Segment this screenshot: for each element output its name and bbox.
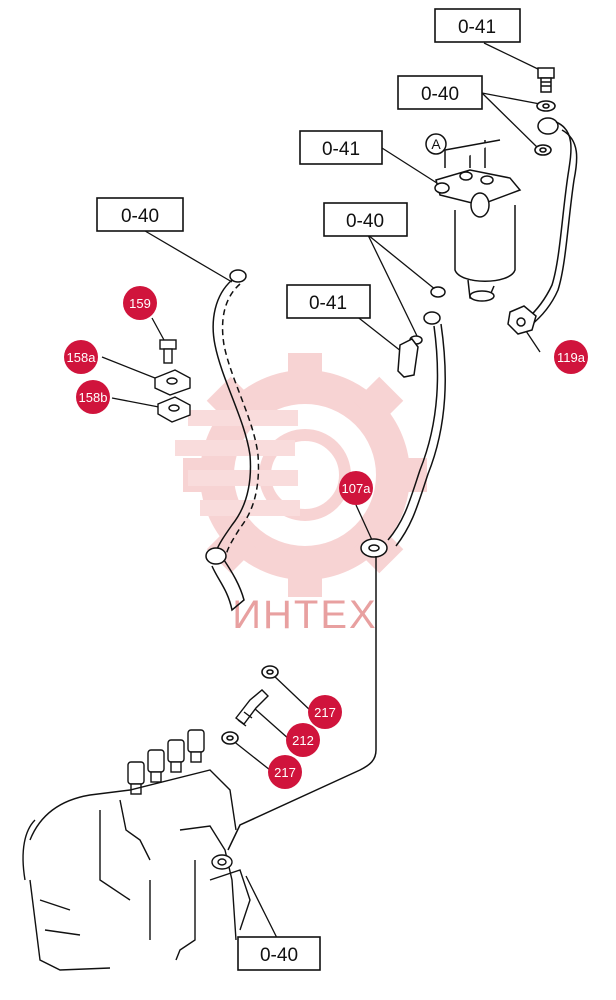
callout-box-0-41-mid: 0-41 [286, 284, 371, 319]
speed-lines [175, 410, 300, 516]
svg-text:0-41: 0-41 [458, 17, 496, 38]
banjo-bolt-top [537, 67, 555, 93]
svg-text:159: 159 [129, 296, 151, 311]
part-badge-212[interactable]: 212 [286, 723, 320, 757]
return-pipe-right [507, 117, 578, 335]
fuel-filter [434, 139, 522, 302]
part-badge-119a[interactable]: 119a [554, 340, 588, 374]
part-badge-107a[interactable]: 107a [339, 471, 373, 505]
watermark-text: ИНТЕХ [232, 593, 377, 637]
overflow-pipe-left [205, 269, 260, 612]
callout-box-0-40-mid: 0-40 [323, 202, 408, 237]
washer-top-1 [536, 100, 556, 112]
part-badge-217-top[interactable]: 217 [308, 695, 342, 729]
callout-box-0-41-top: 0-41 [434, 8, 521, 43]
washer-217-top [261, 665, 279, 679]
bolt-212 [235, 689, 269, 727]
leader-lines [101, 42, 541, 941]
svg-text:217: 217 [314, 705, 336, 720]
clamp-158b [157, 396, 191, 423]
svg-text:0-40: 0-40 [346, 211, 384, 232]
injector-nozzles [127, 729, 205, 795]
clamp-158a [154, 369, 191, 396]
svg-text:158a: 158a [67, 350, 97, 365]
svg-text:0-40: 0-40 [121, 206, 159, 227]
callout-box-0-40-upper-right: 0-40 [397, 75, 483, 110]
part-badge-159[interactable]: 159 [123, 286, 157, 320]
svg-text:119a: 119a [557, 350, 586, 365]
svg-text:A: A [431, 136, 441, 152]
svg-text:158b: 158b [79, 390, 108, 405]
washer-top-2 [534, 144, 552, 156]
svg-text:107a: 107a [342, 481, 372, 496]
svg-text:212: 212 [292, 733, 314, 748]
view-marker-a: A [425, 133, 447, 155]
feed-pipe-center [360, 286, 446, 558]
part-badge-158a[interactable]: 158a [64, 340, 98, 374]
svg-text:0-40: 0-40 [421, 84, 459, 105]
part-badge-217-bottom[interactable]: 217 [268, 755, 302, 789]
svg-text:217: 217 [274, 765, 296, 780]
svg-text:0-40: 0-40 [260, 945, 298, 966]
svg-text:0-41: 0-41 [309, 293, 347, 314]
svg-text:0-41: 0-41 [322, 139, 360, 160]
injection-pump [22, 769, 251, 971]
washer-217-bottom [221, 731, 239, 745]
bolt-159 [159, 339, 177, 364]
callout-box-0-40-bottom: 0-40 [237, 936, 321, 971]
watermark-logo [175, 353, 427, 597]
callout-box-0-41-filter: 0-41 [299, 130, 383, 165]
callout-box-0-40-left: 0-40 [96, 197, 184, 232]
part-badge-158b[interactable]: 158b [76, 380, 110, 414]
supply-line [227, 556, 377, 851]
